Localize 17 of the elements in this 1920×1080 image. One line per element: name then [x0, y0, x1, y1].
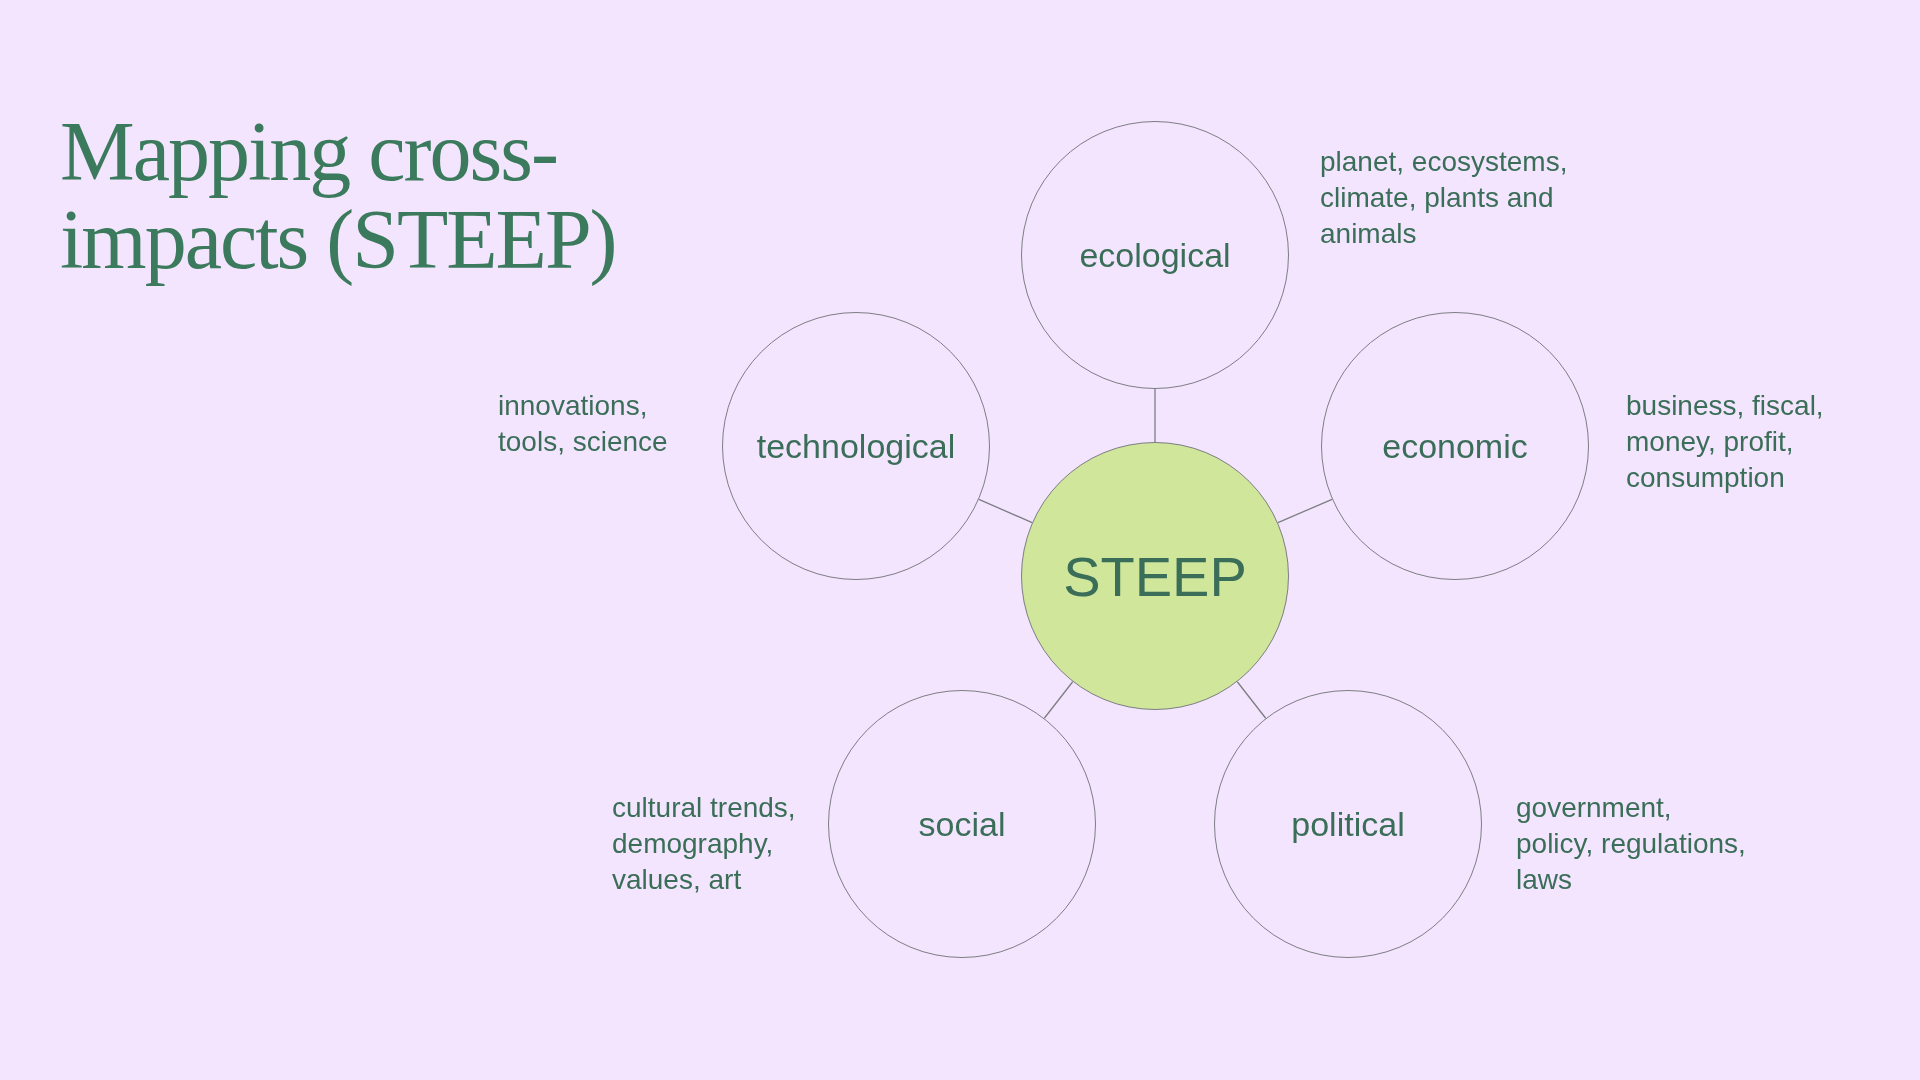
circle-label: political	[1291, 804, 1405, 844]
description-text: innovations, tools, science	[498, 389, 669, 459]
connector-line	[978, 498, 1033, 524]
description-text: cultural trends, demography, values, art	[612, 791, 797, 897]
description-text: business, fiscal, money, profit, consumption	[1626, 389, 1825, 495]
circle-label: technological	[756, 426, 956, 466]
connector-line	[1154, 388, 1156, 443]
connector-line	[1236, 681, 1267, 719]
connector-line	[1277, 498, 1333, 524]
connector-line	[1043, 681, 1074, 719]
circle-label: economic	[1382, 426, 1528, 466]
circle-label: STEEP	[1063, 543, 1247, 609]
description-text: government, policy, regulations, laws	[1516, 791, 1747, 897]
circle-label: ecological	[1079, 235, 1231, 275]
title: Mapping cross-impacts (STEEP)	[60, 108, 617, 284]
circle-label: social	[918, 804, 1006, 844]
description-text: planet, ecosystems, climate, plants and animals	[1320, 145, 1569, 251]
